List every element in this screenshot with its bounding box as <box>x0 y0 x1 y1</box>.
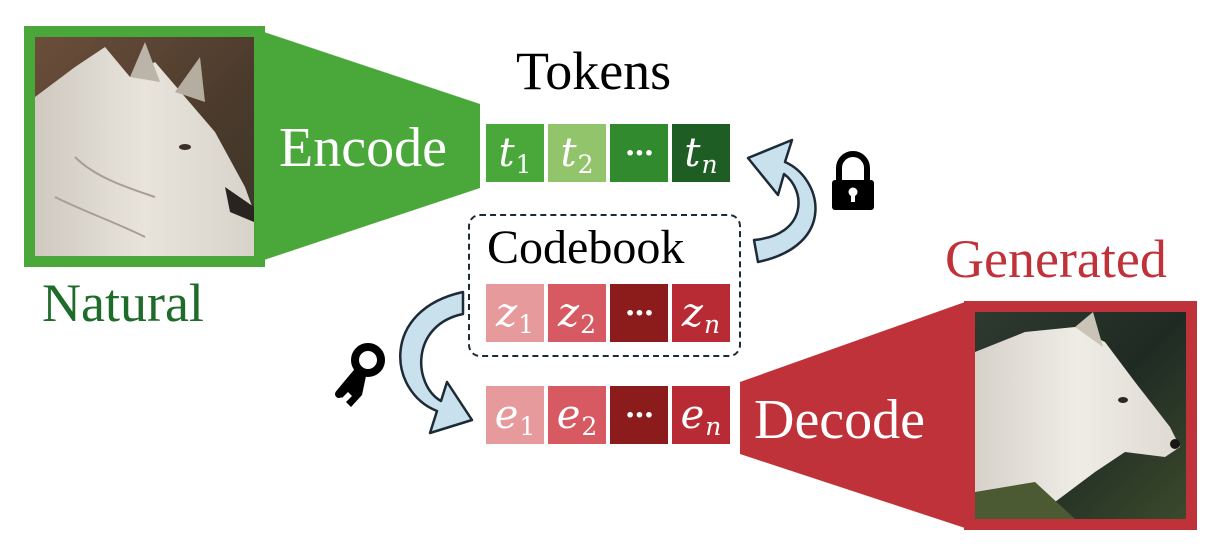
embedding-token-symbol: ··· <box>624 397 654 433</box>
embedding-token-symbol: e <box>494 392 519 438</box>
embedding-token-symbol: e <box>556 392 581 438</box>
embedding-token-ellipsis: ··· <box>610 386 668 444</box>
token-symbol: t <box>498 130 515 176</box>
token-symbol: t <box>560 130 577 176</box>
codebook-token-subscript: n <box>703 309 721 339</box>
natural-image-frame <box>24 26 265 267</box>
codebook-token-symbol: z <box>496 290 518 336</box>
token-subscript: n <box>701 149 718 179</box>
encode-label: Encode <box>279 117 447 179</box>
embedding-token-symbol: e <box>680 392 705 438</box>
encode-trapezoid <box>258 30 480 262</box>
key-icon <box>335 343 385 407</box>
embedding-token-subscript: n <box>705 411 722 441</box>
codebook-token-symbol: z <box>558 290 580 336</box>
token-subscript: 1 <box>515 149 532 179</box>
token-subscript: 2 <box>577 149 594 179</box>
token-symbol: t <box>684 130 701 176</box>
curved-arrow-down-icon <box>399 290 474 435</box>
codebook-token-subscript: 2 <box>580 309 596 339</box>
codebook-token-symbol: ··· <box>624 295 654 331</box>
lock-icon <box>832 151 874 210</box>
codebook-token-ellipsis: ··· <box>610 284 668 342</box>
codebook-token-subscript: 1 <box>518 309 534 339</box>
token-ellipsis: ··· <box>610 124 668 182</box>
embedding-token-subscript: 1 <box>519 411 536 441</box>
curved-arrow-up-icon <box>746 138 817 264</box>
codebook-box <box>468 214 741 357</box>
generated-image-frame <box>964 301 1197 530</box>
generated-label: Generated <box>945 229 1167 289</box>
decode-trapezoid <box>740 302 965 528</box>
generated-wolf-image <box>975 312 1186 519</box>
token-symbol: ··· <box>624 135 654 171</box>
codebook-token-symbol: z <box>681 290 703 336</box>
natural-wolf-image <box>35 37 254 256</box>
decode-label: Decode <box>754 389 926 451</box>
embedding-token-subscript: 2 <box>581 411 598 441</box>
natural-label: Natural <box>42 273 204 333</box>
tokens-title: Tokens <box>516 41 672 101</box>
codebook-title: Codebook <box>487 221 685 274</box>
